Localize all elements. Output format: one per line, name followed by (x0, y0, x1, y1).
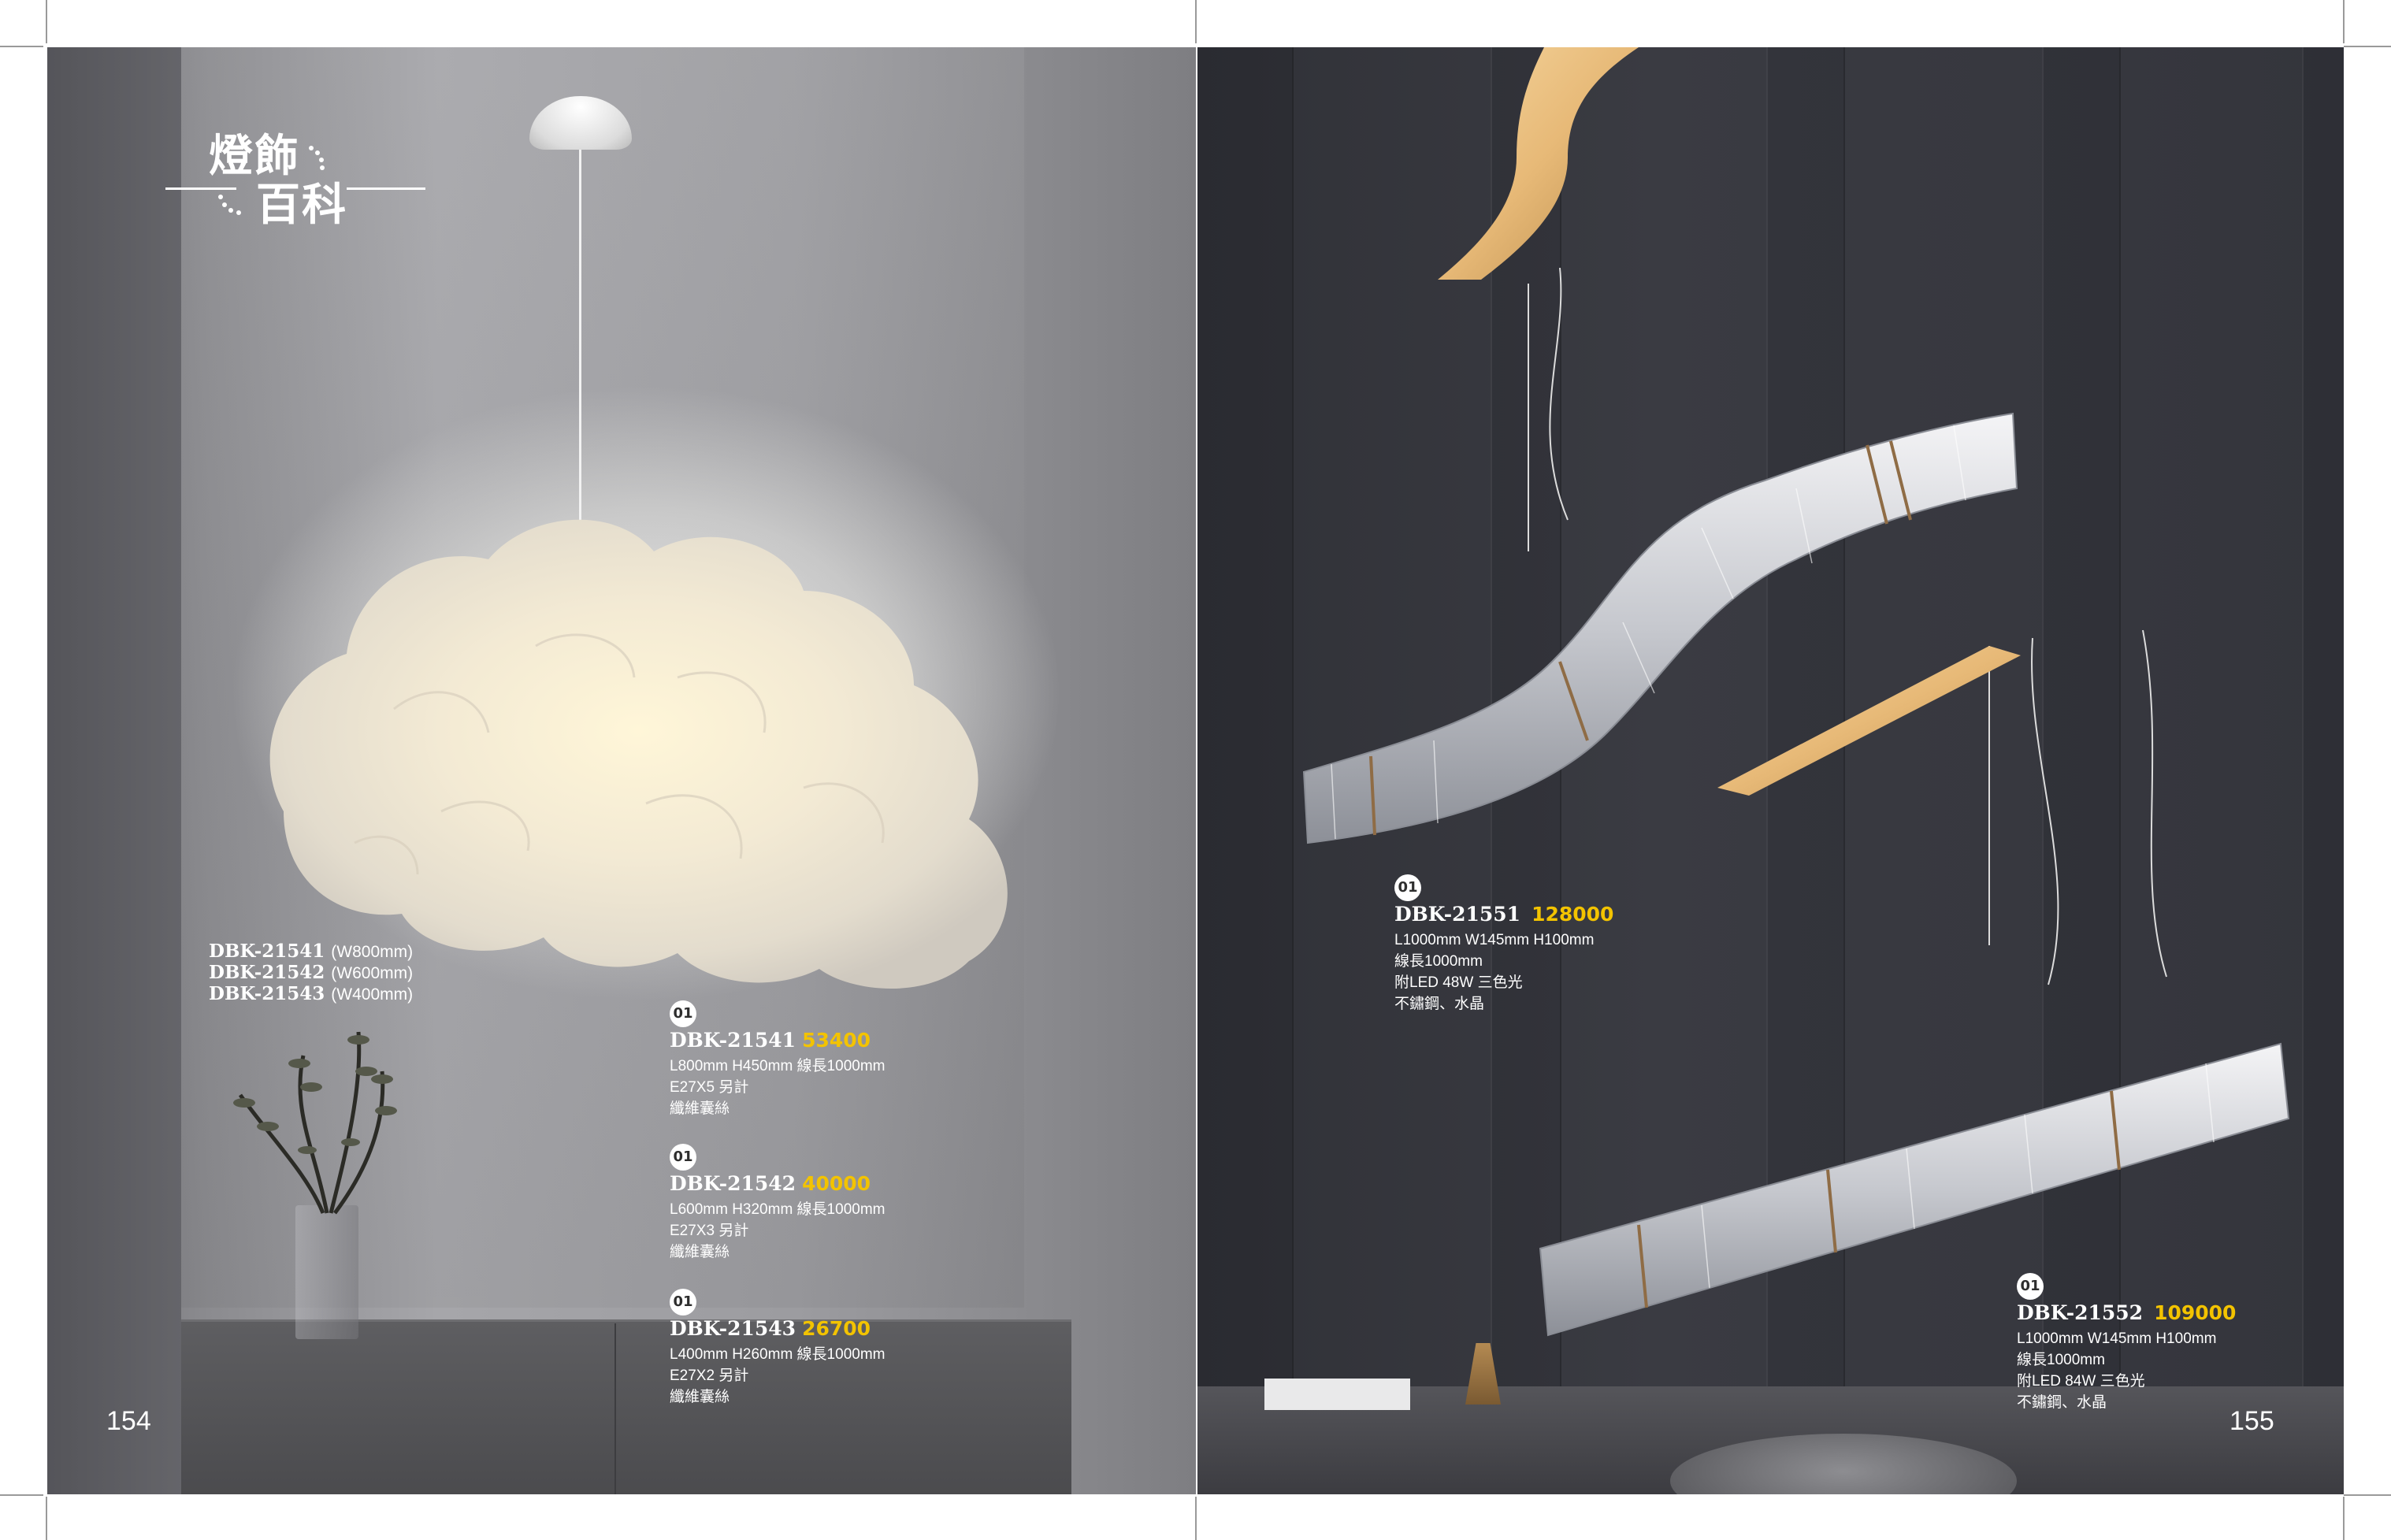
wall-panel (2119, 47, 2304, 1494)
product-spec-21541: 01 DBK-21541 53400 L800mm H450mm 線長1000mm… (670, 1000, 953, 1119)
catalog-page-right: 01 DBK-21551 128000 L1000mm W145mm H100mm… (1197, 47, 2344, 1494)
crop-mark (2344, 1494, 2391, 1496)
page-number: 155 (2229, 1406, 2274, 1436)
cabinet (181, 1319, 1071, 1494)
crop-mark (2343, 0, 2345, 43)
crop-mark (0, 1494, 43, 1496)
product-dimensions: L1000mm W145mm H100mm (1394, 932, 1595, 948)
product-bulb: E27X2 另計 (670, 1367, 749, 1384)
product-dimensions: L1000mm W145mm H100mm (2017, 1330, 2217, 1347)
product-material: 纖維囊絲 (670, 1100, 730, 1117)
cabinet-divider (614, 1323, 616, 1494)
product-material: 纖維囊絲 (670, 1244, 730, 1260)
product-price: 128000 (1532, 903, 1614, 926)
item-number-badge: 01 (670, 1144, 696, 1171)
cloud-lamp-image (269, 519, 1008, 989)
wall-shadow (47, 47, 181, 1494)
product-price: 109000 (2154, 1301, 2237, 1324)
pendant-cord (579, 150, 581, 551)
product-dimensions: L400mm H260mm 線長1000mm (670, 1346, 885, 1363)
product-material: 不鏽鋼、水晶 (2017, 1394, 2107, 1411)
crystal-pendant-lamps-image (1302, 47, 2290, 1337)
logo-dots-icon (218, 146, 325, 215)
product-code: DBK-21542 (670, 1172, 796, 1195)
product-spec-21551: 01 DBK-21551 128000 L1000mm W145mm H100mm… (1394, 874, 1678, 1015)
product-spec-21542: 01 DBK-21542 40000 L600mm H320mm 線長1000mm… (670, 1144, 953, 1263)
item-number-badge: 01 (2017, 1273, 2044, 1300)
product-cable-length: 線長1000mm (2017, 1352, 2105, 1368)
model-size-row: DBK-21541 (W800mm) (209, 941, 414, 962)
crop-mark (0, 46, 43, 47)
catalog-page-left: 燈飾 百科 (47, 47, 1196, 1494)
logo-text-line1: 燈飾 (209, 130, 300, 182)
item-number-badge: 01 (1394, 874, 1421, 901)
product-price: 26700 (802, 1317, 871, 1340)
product-price: 40000 (802, 1172, 871, 1195)
crop-mark (46, 1497, 47, 1540)
item-number-badge: 01 (670, 1289, 696, 1315)
crop-mark (46, 0, 47, 43)
product-code: DBK-21552 (2017, 1301, 2144, 1324)
crop-mark (1195, 1497, 1197, 1540)
crop-mark (2343, 1497, 2345, 1540)
product-code: DBK-21541 (670, 1029, 796, 1052)
product-material: 纖維囊絲 (670, 1389, 730, 1405)
product-led: 附LED 84W 三色光 (2017, 1373, 2145, 1390)
model-size-row: DBK-21542 (W600mm) (209, 962, 414, 983)
product-spec-21552: 01 DBK-21552 109000 L1000mm W145mm H100mm… (2017, 1273, 2300, 1413)
logo-text-line2: 百科 (256, 179, 347, 231)
product-spec-21543: 01 DBK-21543 26700 L400mm H260mm 線長1000mm… (670, 1289, 953, 1408)
branch-decoration (233, 1031, 397, 1215)
product-dimensions: L600mm H320mm 線長1000mm (670, 1201, 885, 1218)
product-bulb: E27X5 另計 (670, 1079, 749, 1096)
product-code: DBK-21543 (670, 1317, 796, 1340)
crop-mark (1195, 0, 1197, 43)
product-material: 不鏽鋼、水晶 (1394, 996, 1485, 1012)
product-dimensions: L800mm H450mm 線長1000mm (670, 1058, 885, 1074)
product-cable-length: 線長1000mm (1394, 953, 1483, 970)
product-price: 53400 (802, 1029, 871, 1052)
product-bulb: E27X3 另計 (670, 1223, 749, 1239)
model-size-list: DBK-21541 (W800mm) DBK-21542 (W600mm) DB… (209, 941, 413, 1005)
page-number: 154 (106, 1406, 151, 1436)
vase (295, 1205, 358, 1339)
model-size-row: DBK-21543 (W400mm) (209, 983, 414, 1004)
brand-logo: 燈飾 百科 (165, 134, 425, 236)
product-led: 附LED 48W 三色光 (1394, 974, 1523, 991)
crop-mark (2344, 46, 2391, 47)
product-code: DBK-21551 (1394, 903, 1521, 926)
item-number-badge: 01 (670, 1000, 696, 1027)
book-stack (1264, 1379, 1410, 1410)
